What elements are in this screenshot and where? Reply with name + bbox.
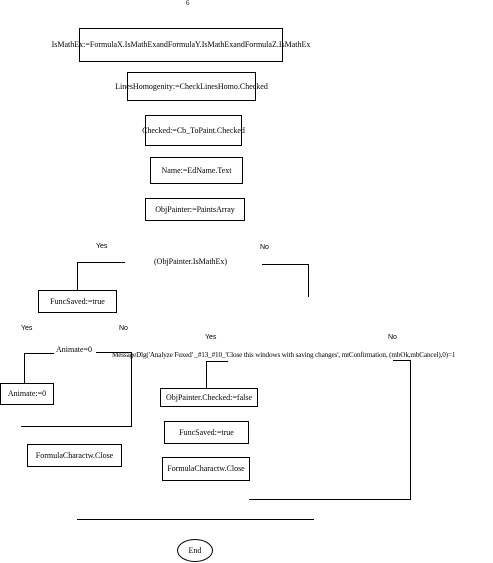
decision2-merge-line: [21, 426, 132, 427]
objpainter-checked-box: ObjPainter.Checked:=false: [160, 388, 258, 407]
page-number: 6: [186, 0, 190, 7]
decision1-no-line: [262, 264, 308, 265]
ismathex-box: IsMathEx:=FormulaX.IsMathExandFormulaY.I…: [52, 28, 310, 62]
decision2-no-line: [96, 352, 131, 353]
objpainter-box: ObjPainter:=PaintsArray: [145, 198, 245, 221]
end-terminator: End: [177, 539, 213, 562]
decision3-yes-line: [206, 361, 228, 362]
decision-animate: Animate=0: [56, 345, 93, 354]
close-box-left: FormulaCharactw.Close: [27, 444, 122, 467]
no-label-2: No: [119, 325, 128, 332]
no-label-1: No: [260, 244, 269, 251]
name-box: Name:=EdName.Text: [150, 157, 243, 184]
join-line: [77, 519, 314, 520]
decision1-yes-drop: [77, 262, 78, 292]
decision3-no-line: [393, 360, 410, 361]
decision3-yes-drop: [206, 361, 207, 388]
func-saved-box-1: FuncSaved:=true: [38, 290, 117, 313]
decision2-yes-drop: [24, 353, 25, 383]
no-label-3: No: [388, 334, 397, 341]
decision3-merge-line: [249, 499, 411, 500]
yes-label-2: Yes: [21, 325, 33, 332]
decision-message-dlg: MessageDlg('Analyze Fuxed' _#13_#10_'Clo…: [112, 351, 456, 359]
animate-zero-box: Animate:=0: [0, 383, 54, 405]
lines-homogenity-box: LinesHomogenity:=CheckLinesHomo.Checked: [115, 72, 268, 101]
close-box-right: FormulaCharactw.Close: [162, 457, 250, 481]
decision-ismathex: (ObjPainter.IsMathEx): [154, 257, 228, 266]
checked-box: Checked:=Cb_ToPaint.Checked: [142, 115, 245, 146]
decision2-yes-line: [24, 353, 54, 354]
decision2-no-drop: [131, 352, 132, 426]
decision3-no-drop: [410, 360, 411, 499]
decision1-no-drop: [308, 264, 309, 297]
yes-label-3: Yes: [205, 334, 217, 341]
decision1-yes-line: [77, 262, 125, 263]
func-saved-box-2: FuncSaved:=true: [164, 421, 249, 444]
yes-label-1: Yes: [96, 243, 108, 250]
